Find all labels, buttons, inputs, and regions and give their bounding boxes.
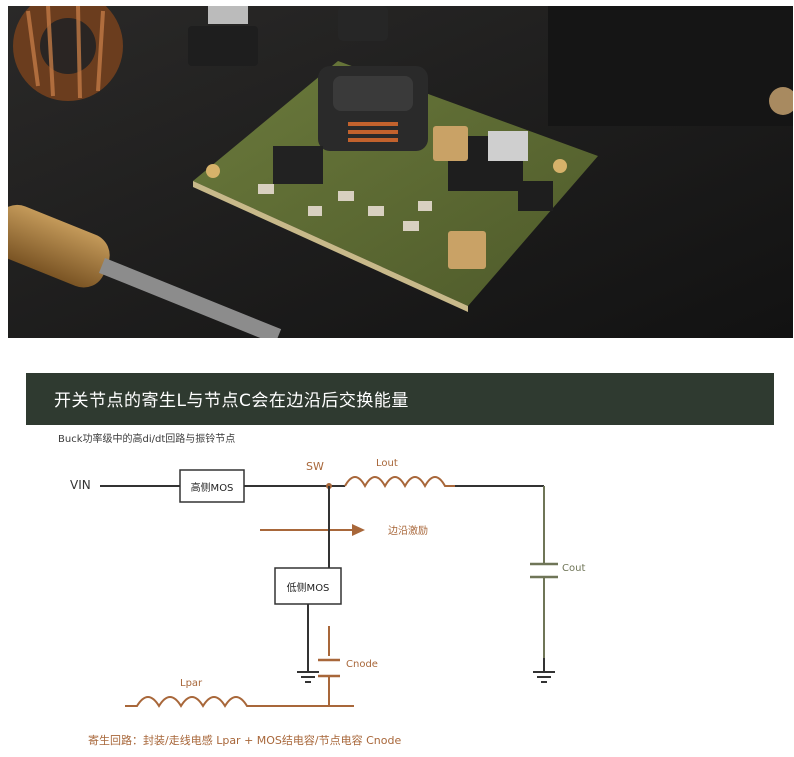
buck-circuit-diagram: VIN 高侧MOS SW Lout Cout 边沿激励 低侧MOS Cnode … <box>70 458 585 747</box>
title-banner: 开关节点的寄生L与节点C会在边沿后交换能量 <box>26 373 774 425</box>
high-side-mos-box <box>179 469 245 503</box>
cnode-label: Cnode <box>346 659 378 670</box>
ground-symbol-cout <box>533 658 555 683</box>
parasitic-loop-caption: 寄生回路：封装/走线电感 Lpar + MOS结电容/节点电容 Cnode <box>88 733 401 747</box>
low-side-mos-label: 低侧MOS <box>287 581 330 594</box>
pcb-photo <box>8 6 793 338</box>
lpar-inductor <box>125 696 354 708</box>
lout-label: Lout <box>376 458 398 469</box>
sw-label: SW <box>306 460 324 473</box>
low-side-mos-box <box>274 567 342 605</box>
high-side-mos-label: 高侧MOS <box>191 481 234 494</box>
edge-excitation-label: 边沿激励 <box>388 524 428 537</box>
lpar-label: Lpar <box>180 678 203 689</box>
pcb-photo-illustration <box>8 6 793 338</box>
cout-label: Cout <box>562 563 585 574</box>
ground-symbol-low-side <box>297 660 319 683</box>
diagram-subtitle: Buck功率级中的高di/dt回路与振铃节点 <box>58 434 236 445</box>
lout-inductor <box>344 476 455 489</box>
vin-label: VIN <box>70 478 91 492</box>
banner-title: 开关节点的寄生L与节点C会在边沿后交换能量 <box>54 391 409 411</box>
edge-excitation-arrowhead <box>352 524 365 536</box>
